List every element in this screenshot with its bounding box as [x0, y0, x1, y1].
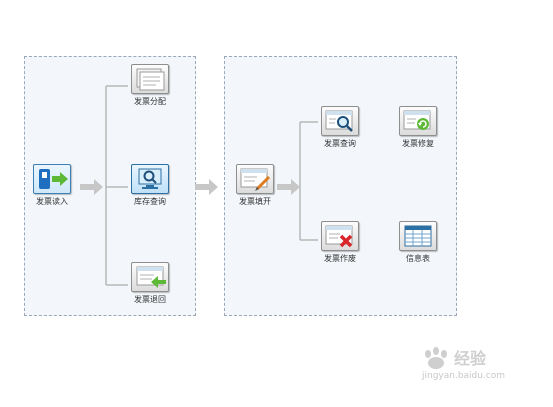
table-icon — [404, 225, 432, 247]
info-table-button[interactable]: 信息表 — [399, 221, 437, 263]
invoice-summary-label: 发票修复 — [402, 139, 434, 148]
invoice-summary-button[interactable]: 发票修复 — [399, 106, 437, 148]
invoice-query-label: 发票查询 — [324, 139, 356, 148]
invoice-return-button[interactable]: 发票退回 — [131, 262, 169, 304]
baidu-jingyan-logo: 经验 — [425, 347, 487, 369]
invoice-void-button[interactable]: 发票作废 — [321, 221, 359, 263]
invoice-return-label: 发票退回 — [134, 295, 166, 304]
invoice-read-label: 发票读入 — [36, 197, 68, 206]
invoice-refresh-icon — [403, 110, 431, 130]
watermark-url: jingyan.baidu.com — [422, 371, 506, 381]
invoice-pen-icon — [240, 168, 271, 191]
invoice-issue-button[interactable]: 发票填开 — [236, 164, 274, 206]
invoice-allocate-label: 发票分配 — [134, 97, 166, 106]
arrow-right-icon — [195, 179, 218, 195]
watermark: 经验 jingyan.baidu.com — [420, 345, 520, 385]
invoice-query-button[interactable]: 发票查询 — [321, 106, 359, 148]
inventory-query-button[interactable]: 库存查询 — [131, 164, 169, 206]
invoice-read-button[interactable]: 发票读入 — [33, 164, 71, 206]
info-table-label: 信息表 — [406, 254, 430, 263]
invoice-issue-label: 发票填开 — [239, 197, 271, 206]
svg-text:经验: 经验 — [454, 349, 487, 368]
monitor-search-icon — [138, 168, 162, 189]
inventory-query-label: 库存查询 — [134, 197, 166, 206]
usb-import-icon — [39, 169, 68, 189]
arrow-right-icon — [277, 179, 300, 195]
arrow-right-icon — [80, 179, 103, 195]
invoice-allocate-button[interactable]: 发票分配 — [131, 64, 169, 106]
invoice-void-label: 发票作废 — [324, 254, 356, 263]
invoice-return-arrow-icon — [136, 266, 166, 288]
arrow-icons — [80, 179, 300, 195]
invoice-search-icon — [325, 110, 353, 132]
invoice-delete-icon — [325, 225, 353, 248]
document-stack-icon — [136, 68, 165, 91]
